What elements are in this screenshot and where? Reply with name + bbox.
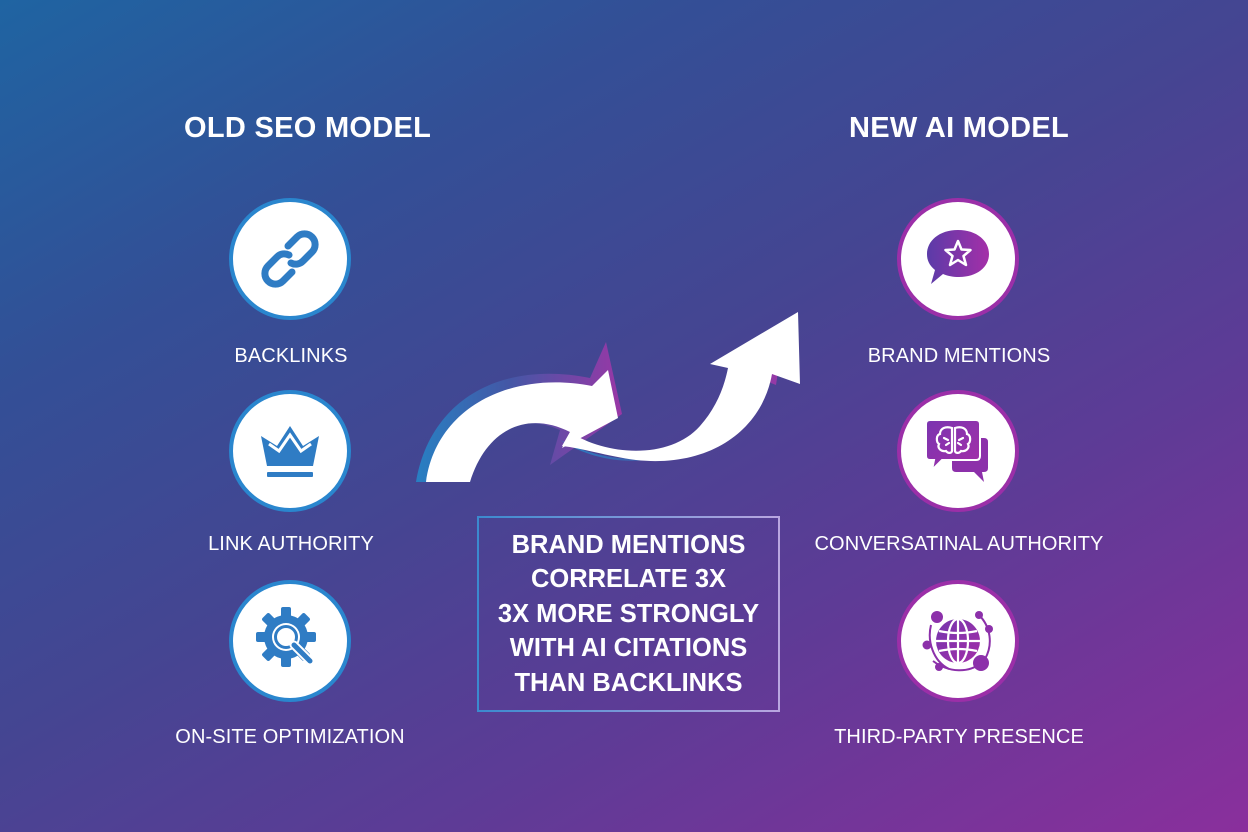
gear-search-icon	[256, 607, 316, 667]
network-globe-icon	[922, 611, 993, 672]
callout-line-2: CORRELATE 3X	[530, 565, 727, 594]
third-party-presence-icon-circle	[897, 580, 1019, 702]
link-authority-label: LINK AUTHORITY	[208, 533, 374, 555]
brand-mentions-label: BRAND MENTIONS	[867, 345, 1051, 367]
crown-icon	[261, 426, 319, 477]
link-authority-icon-circle	[229, 390, 351, 512]
conversational-authority-label: CONVERSATINAL AUTHORITY	[814, 533, 1104, 555]
on-site-optimization-label: ON-SITE OPTIMIZATION	[175, 726, 405, 748]
link-icon	[261, 230, 319, 288]
curved-arrow-icon	[416, 312, 800, 482]
conversational-authority-icon-circle	[897, 390, 1019, 512]
backlinks-label: BACKLINKS	[234, 345, 348, 367]
callout-line-5: THAN BACKLINKS	[514, 668, 743, 697]
chat-brain-icon	[925, 419, 988, 482]
callout-line-1: BRAND MENTIONS	[511, 530, 746, 559]
callout-box: BRAND MENTIONS CORRELATE 3X 3X MORE STRO…	[477, 516, 780, 712]
third-party-presence-label: THIRD-PARTY PRESENCE	[834, 726, 1084, 748]
on-site-optimization-icon-circle	[229, 580, 351, 702]
old-seo-model-title: OLD SEO MODEL	[184, 112, 432, 144]
callout-line-3: 3X MORE STRONGLY	[497, 599, 760, 628]
brand-mentions-icon-circle	[897, 198, 1019, 320]
callout-line-4: WITH AI CITATIONS	[509, 634, 748, 663]
new-ai-model-title: NEW AI MODEL	[849, 112, 1070, 144]
chat-star-icon	[927, 230, 989, 284]
backlinks-icon-circle	[229, 198, 351, 320]
